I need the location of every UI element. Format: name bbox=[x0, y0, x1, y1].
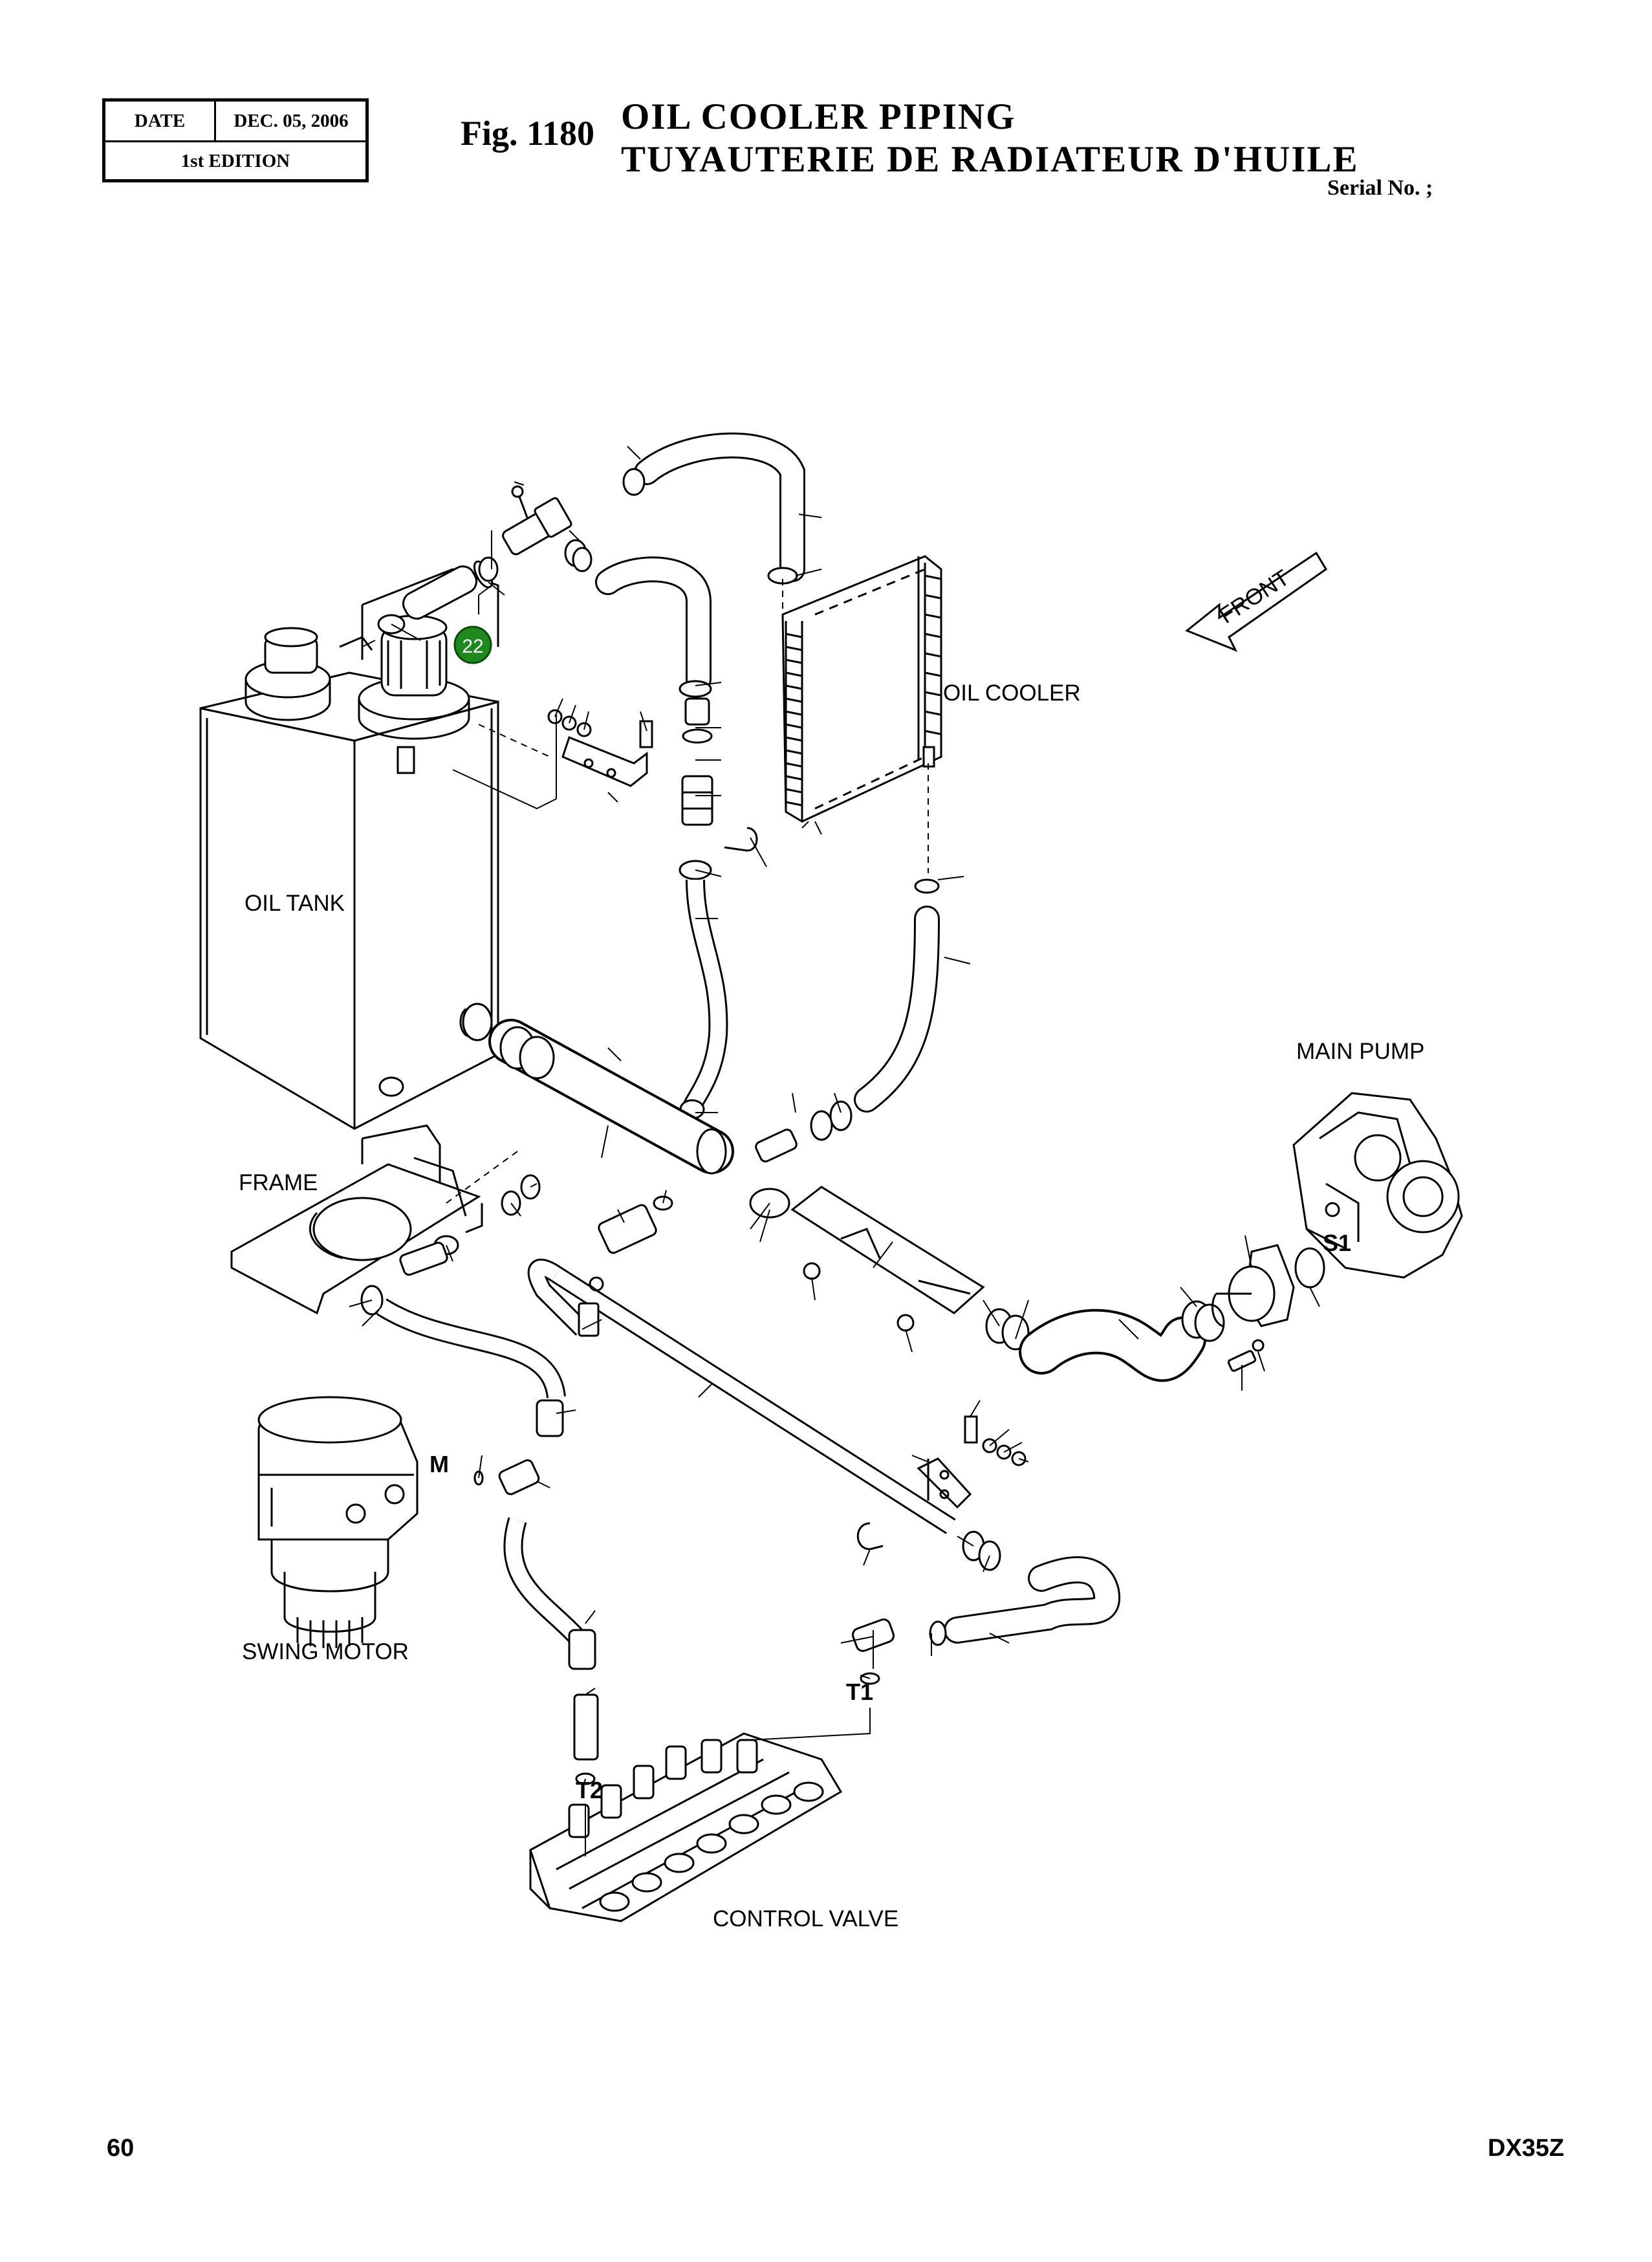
mounting-bracket bbox=[547, 709, 653, 787]
cooler-fittings-column bbox=[679, 697, 758, 880]
label-port-t1: T1 bbox=[846, 1679, 873, 1705]
model-code: DX35Z bbox=[1488, 2135, 1565, 2162]
frame-plate bbox=[230, 1124, 483, 1315]
label-frame: FRAME bbox=[239, 1170, 318, 1195]
page-title-french: TUYAUTERIE DE RADIATEUR D'HUILE bbox=[621, 139, 1359, 180]
figure-number: Fig. 1180 bbox=[461, 114, 595, 153]
long-return-pipe bbox=[527, 1258, 956, 1534]
label-main-pump: MAIN PUMP bbox=[1296, 1039, 1424, 1064]
cooler-drain-hose bbox=[679, 879, 728, 1120]
main-pump bbox=[1292, 1092, 1463, 1279]
part-callout-22[interactable]: 22 bbox=[453, 625, 492, 664]
cooler-return-hose bbox=[810, 878, 940, 1141]
suction-pipe bbox=[462, 1003, 734, 1175]
oil-tank bbox=[199, 568, 499, 1130]
t1-return-hose bbox=[851, 1530, 1120, 1685]
date-value: DEC. 05, 2006 bbox=[234, 111, 349, 131]
pump-inlet-hose bbox=[1019, 1300, 1225, 1382]
date-row: DATE DEC. 05, 2006 bbox=[105, 102, 365, 142]
label-port-s1: S1 bbox=[1323, 1230, 1351, 1256]
swing-motor bbox=[257, 1396, 418, 1648]
edition-info-box: DATE DEC. 05, 2006 1st EDITION bbox=[102, 98, 369, 182]
page-number: 60 bbox=[107, 2135, 135, 2162]
label-port-m: M bbox=[429, 1451, 449, 1477]
date-label: DATE bbox=[105, 102, 216, 140]
cooler-inlet-hose bbox=[622, 432, 805, 585]
label-oil-cooler: OIL COOLER bbox=[943, 680, 1081, 706]
callout-circle[interactable] bbox=[453, 625, 492, 664]
pump-suction-flange bbox=[1211, 1244, 1325, 1372]
label-oil-tank: OIL TANK bbox=[245, 891, 345, 916]
callout-number: 22 bbox=[462, 636, 483, 657]
oil-cooler-core bbox=[781, 555, 942, 823]
cooler-outlet-hose bbox=[595, 556, 712, 698]
edition-label: 1st EDITION bbox=[180, 151, 290, 171]
label-control-valve: CONTROL VALVE bbox=[713, 1906, 898, 1931]
serial-number-label: Serial No. ; bbox=[1327, 176, 1433, 200]
swing-drain-hose bbox=[360, 1285, 599, 1785]
pump-suction-tube bbox=[790, 1186, 1030, 1351]
leader-lines bbox=[349, 446, 1320, 1856]
control-valve bbox=[529, 1732, 843, 1922]
label-port-t2: T2 bbox=[576, 1777, 603, 1803]
front-direction-arrow bbox=[1185, 551, 1328, 652]
tank-return-fittings bbox=[339, 485, 592, 660]
page-title-english: OIL COOLER PIPING bbox=[621, 96, 1016, 137]
label-swing-motor: SWING MOTOR bbox=[242, 1639, 409, 1664]
frame-fittings bbox=[399, 1128, 798, 1276]
